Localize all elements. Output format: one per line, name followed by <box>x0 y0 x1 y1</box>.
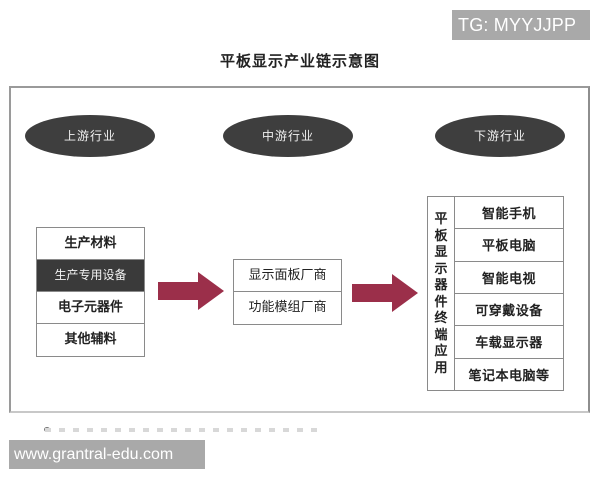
faded-footnote-line <box>45 428 325 432</box>
downstream-item: 车载显示器 <box>455 326 563 359</box>
midstream-stage-ellipse: 中游行业 <box>223 115 353 157</box>
midstream-item: 显示面板厂商 <box>234 260 341 292</box>
downstream-item: 智能电视 <box>455 262 563 294</box>
upstream-stage-ellipse: 上游行业 <box>25 115 155 157</box>
diagram-title: 平板显示产业链示意图 <box>219 52 380 70</box>
group-label-char: 示 <box>434 261 448 277</box>
upstream-item: 其他辅料 <box>64 332 117 347</box>
upstream-item-highlighted: 生产专用设备 <box>37 260 144 292</box>
group-label-char: 板 <box>434 228 448 244</box>
group-label-char: 件 <box>434 294 448 310</box>
tg-watermark-badge: TG: MYYJJPP <box>452 10 590 40</box>
downstream-stage-ellipse: 下游行业 <box>435 115 565 157</box>
downstream-items: 智能手机 平板电脑 智能电视 可穿戴设备 车载显示器 笔记本电脑等 <box>455 197 563 390</box>
downstream-group-label: 平 板 显 示 器 件 终 端 应 用 <box>428 197 455 390</box>
group-label-char: 显 <box>434 245 448 260</box>
group-label-char: 平 <box>434 212 448 227</box>
group-label-char: 用 <box>434 360 448 376</box>
arrow-right-icon <box>158 272 224 310</box>
downstream-item: 可穿戴设备 <box>455 294 563 327</box>
midstream-item: 功能模组厂商 <box>248 300 327 315</box>
downstream-item: 智能手机 <box>455 197 563 230</box>
group-label-char: 端 <box>434 327 448 343</box>
upstream-item: 生产材料 <box>37 228 144 260</box>
arrow-right-icon <box>352 274 418 312</box>
group-label-char: 应 <box>434 344 448 359</box>
group-label-char: 终 <box>434 311 448 326</box>
website-watermark: www.grantral-edu.com <box>9 440 205 469</box>
downstream-item: 平板电脑 <box>455 229 563 262</box>
upstream-list: 生产材料 生产专用设备 电子元器件 其他辅料 <box>36 227 145 357</box>
downstream-applications-table: 平 板 显 示 器 件 终 端 应 用 智能手机 平板电脑 智能电视 可穿戴设备… <box>427 196 564 391</box>
group-label-char: 器 <box>434 278 448 293</box>
downstream-item: 笔记本电脑等 <box>468 368 550 384</box>
midstream-list: 显示面板厂商 功能模组厂商 <box>233 259 342 325</box>
upstream-item: 电子元器件 <box>37 292 144 324</box>
